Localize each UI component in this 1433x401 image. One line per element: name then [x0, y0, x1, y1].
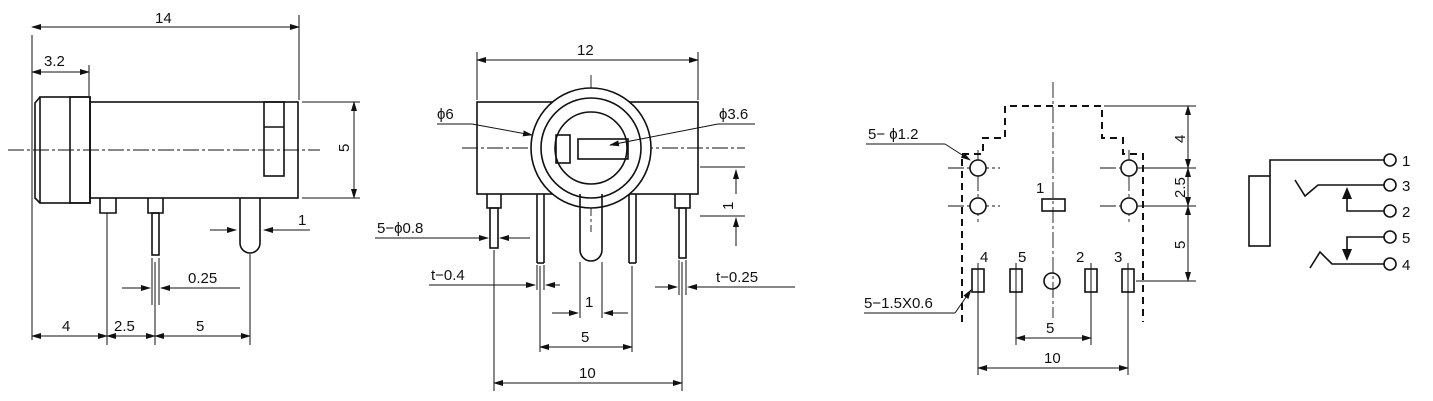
- front-dim-center: 1: [585, 294, 593, 311]
- side-dim-length: 14: [155, 10, 172, 27]
- pcb-pad-label-2: 2: [1076, 249, 1084, 266]
- side-dim-pin-height: 1: [298, 212, 306, 229]
- pcb-dim-slot: 5−1.5X0.6: [864, 295, 933, 312]
- schematic-pin-5: 5: [1402, 230, 1410, 247]
- front-view: 12 ϕ6 ϕ3.6 1 5−ϕ0.8 t−0.4 t−0.25 1 5: [375, 42, 795, 391]
- pcb-dim-bottom: 5: [1172, 241, 1189, 249]
- pcb-footprint-view: 1 4 5 2 3 5− ϕ1.2 5−1.5X0.6 4 2.5 5 5: [864, 82, 1196, 375]
- front-dim-width: 12: [577, 42, 594, 59]
- front-dim-pin-dia: 5−ϕ0.8: [377, 220, 423, 237]
- schematic-pin-3: 3: [1402, 178, 1410, 195]
- pcb-pad-label-4: 4: [980, 249, 988, 266]
- front-dim-spacing: 5: [581, 329, 589, 346]
- pcb-dim-hole: 5− ϕ1.2: [868, 126, 919, 143]
- pcb-pad-label-3: 3: [1114, 249, 1122, 266]
- side-dim-cap: 3.2: [44, 53, 65, 70]
- side-dim-height: 5: [336, 144, 353, 152]
- side-dim-offset: 4: [62, 318, 70, 335]
- pcb-dim-span: 10: [1044, 350, 1061, 367]
- front-dim-outer-dia: ϕ6: [437, 106, 454, 123]
- side-dim-pitch-b: 5: [196, 318, 204, 335]
- front-dim-span: 10: [579, 365, 596, 382]
- front-dim-thickness-a: t−0.4: [431, 267, 465, 284]
- pcb-pad-label-5: 5: [1018, 249, 1026, 266]
- front-dim-rise: 1: [720, 202, 737, 210]
- jack-schematic: 1 3 2 5 4: [1248, 153, 1410, 274]
- pcb-dim-top: 4: [1172, 135, 1189, 143]
- side-dim-pitch-a: 2.5: [114, 318, 135, 335]
- schematic-pin-2: 2: [1402, 204, 1410, 221]
- side-dim-pin-width: 0.25: [188, 270, 217, 287]
- front-dim-bore-dia: ϕ3.6: [719, 106, 748, 123]
- schematic-pin-4: 4: [1402, 257, 1410, 274]
- pcb-dim-slot-spacing: 5: [1046, 320, 1054, 337]
- front-dim-thickness-b: t−0.25: [716, 269, 758, 286]
- pcb-dim-mid: 2.5: [1172, 177, 1189, 198]
- schematic-pin-1: 1: [1402, 153, 1410, 170]
- pcb-pad-label-1: 1: [1036, 180, 1044, 197]
- side-view: 14 3.2 5 1 0.25 4 2.5 5: [8, 10, 360, 345]
